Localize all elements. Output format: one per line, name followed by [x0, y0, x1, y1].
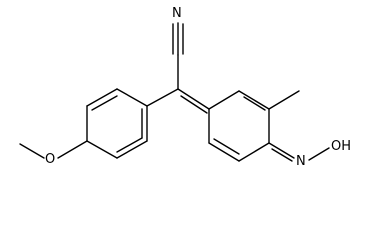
oxime-group — [268, 142, 330, 162]
methoxy-group — [19, 140, 88, 159]
methyl-group — [268, 90, 300, 110]
methoxy-oxygen-label: O — [45, 152, 55, 167]
oxime-nitrogen-label: N — [296, 154, 306, 169]
molecule-structure: N O N OH — [19, 6, 351, 169]
methoxyphenyl-ring — [86, 88, 148, 159]
exocyclic-double-bond — [146, 88, 210, 114]
nitrile-group — [172, 22, 184, 90]
nitrile-nitrogen-label: N — [172, 6, 182, 21]
oxime-hydroxyl-label: OH — [331, 139, 351, 154]
quinoid-ring — [208, 90, 270, 162]
structure-canvas: N O N OH — [19, 6, 351, 169]
